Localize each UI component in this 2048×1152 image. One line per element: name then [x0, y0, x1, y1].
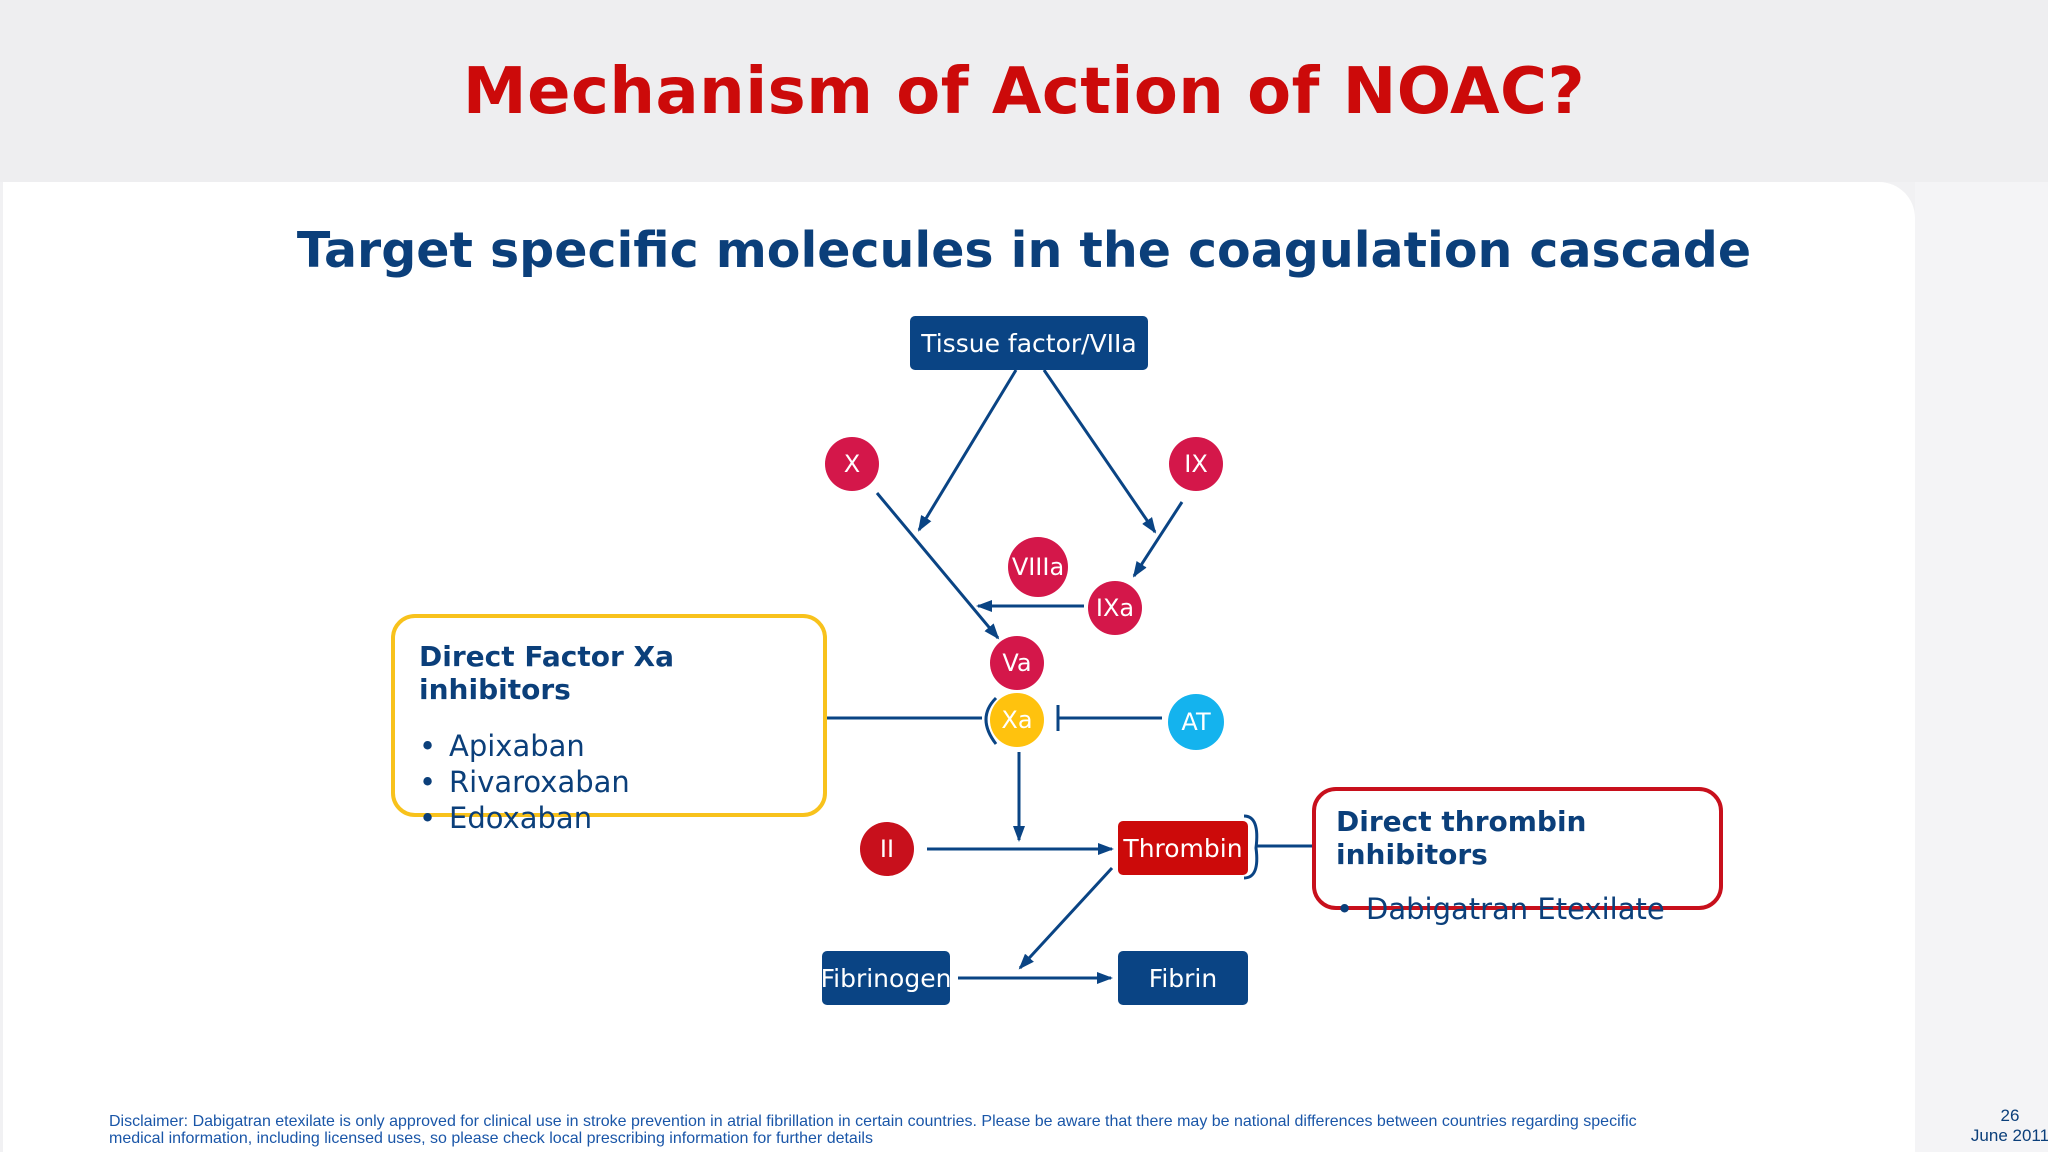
factor-ix-node: IX — [1169, 437, 1223, 491]
xa-inhibitor-item: Rivaroxaban — [419, 764, 799, 800]
xa-inhibitor-item: Edoxaban — [419, 800, 799, 836]
thrombin-inhibitors-callout: Direct thrombin inhibitors Dabigatran Et… — [1312, 787, 1723, 927]
slide-date: June 2011 — [1970, 1126, 2048, 1145]
slide-title: Mechanism of Action of NOAC? — [462, 55, 1586, 129]
side-strip — [1915, 182, 2048, 1152]
factor-x-node: X — [825, 437, 879, 491]
arrow-x-to-va — [875, 492, 1000, 640]
factor-ixa-node: IXa — [1088, 581, 1142, 635]
arrow-thrombin-to-fibrinogen-path — [1018, 866, 1114, 970]
slide-number: 26 — [2000, 1106, 2020, 1125]
antithrombin-node: AT — [1168, 694, 1224, 750]
xa-inhibitor-item: Apixaban — [419, 728, 799, 764]
xa-inhibitors-callout: Direct Factor Xa inhibitors Apixaban Riv… — [391, 614, 827, 836]
thrombin-node: Thrombin — [1118, 821, 1248, 875]
thrombin-inhibitors-list: Dabigatran Etexilate — [1336, 891, 1699, 927]
disclaimer-text: Disclaimer: Dabigatran etexilate is only… — [109, 1113, 1809, 1147]
header-band — [0, 0, 2048, 182]
arrow-tf-to-ix-path — [1042, 369, 1157, 534]
xa-inhibitors-list: Apixaban Rivaroxaban Edoxaban — [419, 728, 799, 836]
disclaimer-line-1: Disclaimer: Dabigatran etexilate is only… — [109, 1113, 1637, 1130]
xa-inhibitors-heading: Direct Factor Xa inhibitors — [419, 640, 675, 706]
thrombin-bracket — [1243, 814, 1259, 880]
thrombin-inhibitor-item: Dabigatran Etexilate — [1336, 891, 1699, 927]
fibrinogen-node: Fibrinogen — [821, 951, 951, 1005]
disclaimer-line-2: medical information, including licensed … — [109, 1130, 873, 1147]
factor-xa-node: Xa — [990, 693, 1044, 747]
thrombin-inhibitors-heading: Direct thrombin inhibitors — [1336, 805, 1587, 871]
fibrin-node: Fibrin — [1118, 951, 1248, 1005]
arrow-tf-to-x-path — [917, 369, 1018, 532]
factor-viiia-node: VIIIa — [1008, 537, 1068, 597]
factor-ii-node: II — [860, 822, 914, 876]
xa-bracket — [984, 696, 998, 745]
tissue-factor-node: Tissue factor/VIIa — [910, 316, 1148, 370]
slide-subtitle: Target specific molecules in the coagula… — [296, 222, 1752, 279]
factor-va-node: Va — [990, 636, 1044, 690]
arrow-ix-to-ixa — [1132, 501, 1184, 578]
